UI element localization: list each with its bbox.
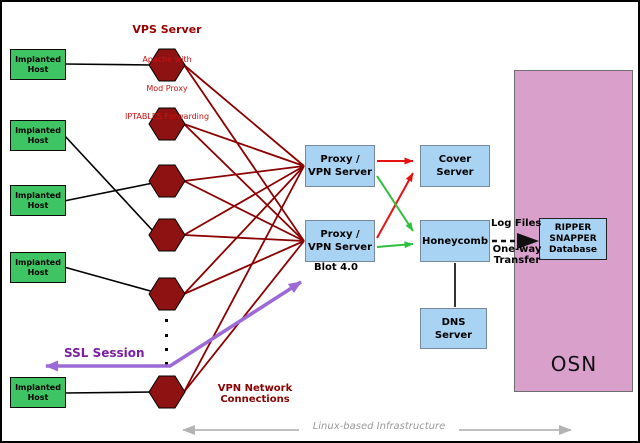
- vps-server-header: VPS Server Apache with Mod Proxy IPTABLE…: [105, 4, 229, 141]
- one-way-transfer-arrow: [492, 233, 539, 249]
- implanted-host-box: Implanted Host: [10, 49, 66, 80]
- vps-server-title: VPS Server: [132, 23, 202, 36]
- ripper-snapper-database-box: RIPPER SNAPPER Database: [539, 218, 607, 260]
- host-to-hexagon-lines: [63, 63, 155, 394]
- vps-hexagon-node: [148, 375, 186, 409]
- proxy-vpn-server-1: Proxy / VPN Server: [305, 145, 375, 187]
- implanted-host-box: Implanted Host: [10, 377, 66, 408]
- implanted-host-box: Implanted Host: [10, 185, 66, 216]
- implanted-host-box: Implanted Host: [10, 252, 66, 283]
- cover-server-box: Cover Server: [420, 145, 490, 187]
- honeycomb-arrows: [376, 175, 414, 249]
- ssl-session-label: SSL Session: [64, 346, 145, 360]
- vps-server-subtitle-line: IPTABLES Forwarding: [124, 112, 210, 121]
- vps-server-subtitle-line: Apache with: [142, 55, 192, 64]
- vpn-connection-lines: [183, 64, 305, 393]
- vps-hexagon-node: [148, 48, 186, 82]
- vps-hexagon-node: [148, 107, 186, 141]
- log-files-label: Log Files: [491, 218, 542, 229]
- vps-hexagon-node: [148, 164, 186, 198]
- cover-server-arrows: [376, 157, 414, 239]
- dns-server-box: DNS Server: [420, 308, 487, 349]
- vps-server-subtitle-line: Mod Proxy: [146, 83, 188, 93]
- vpn-network-connections-label: VPN Network Connections: [217, 383, 293, 405]
- ssl-session-arrow: [45, 280, 302, 372]
- honeycomb-box: Honeycomb: [420, 220, 490, 262]
- linux-infrastructure-label: Linux-based Infrastructure: [299, 421, 459, 432]
- vps-hexagon-node: [148, 218, 186, 252]
- blot-version-label: Blot 4.0: [314, 262, 358, 273]
- ellipsis-dots: [165, 319, 168, 365]
- implanted-host-box: Implanted Host: [10, 120, 66, 151]
- one-way-transfer-label: One-way Transfer: [492, 244, 542, 266]
- proxy-vpn-server-2: Proxy / VPN Server: [305, 220, 375, 262]
- vps-hexagon-node: [148, 277, 186, 311]
- osn-label: OSN: [550, 352, 598, 376]
